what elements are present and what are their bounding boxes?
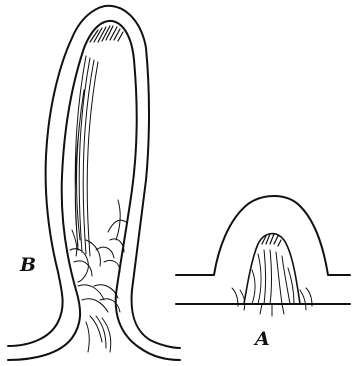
- figure-a-inner-strands: [232, 250, 312, 316]
- figure-b: B: [8, 6, 180, 360]
- figure-b-label: B: [19, 254, 36, 276]
- figure-b-fibres-left: [75, 56, 98, 256]
- figure-a-outer-dome: [176, 196, 350, 275]
- figure-a-label: A: [253, 328, 270, 350]
- figure-b-inner-wall: [8, 21, 180, 360]
- figure-a: A: [176, 196, 350, 350]
- figure-a-inner-cone: [244, 234, 300, 304]
- figure-b-outer-wall: [8, 6, 180, 348]
